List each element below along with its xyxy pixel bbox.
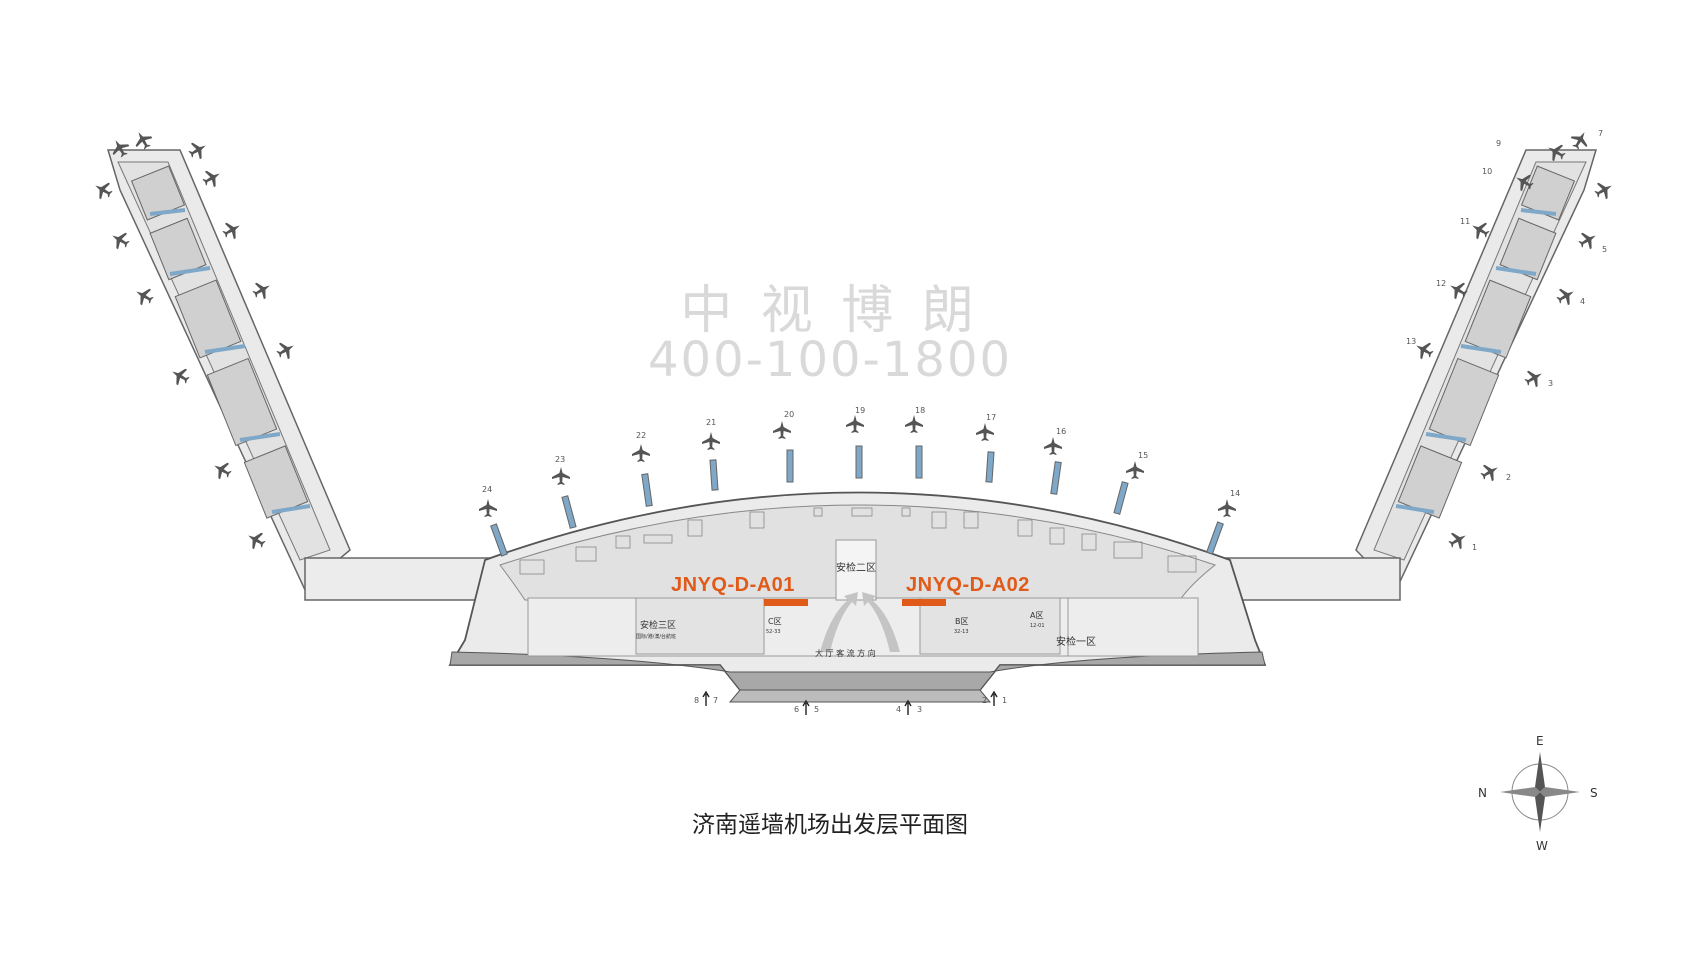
svg-text:14: 14 <box>1230 489 1240 498</box>
svg-text:4: 4 <box>1580 297 1585 306</box>
watermark-company: 中 视 博 朗 <box>680 281 980 341</box>
svg-text:18: 18 <box>915 406 925 415</box>
svg-text:安检一区: 安检一区 <box>1056 635 1096 648</box>
right-pier <box>1355 149 1598 592</box>
svg-text:9: 9 <box>1496 139 1501 148</box>
svg-text:国际/港/澳/台航班: 国际/港/澳/台航班 <box>636 633 676 640</box>
left-pier <box>106 149 351 592</box>
svg-text:3: 3 <box>1548 379 1553 388</box>
svg-text:21: 21 <box>706 418 716 427</box>
gate-numbers-center: 24 23 22 21 20 19 18 17 16 15 14 <box>482 406 1240 498</box>
ad-label-a01[interactable]: JNYQ-D-A01 <box>671 574 795 596</box>
zone-labels: 安检二区 安检三区 国际/港/澳/台航班 C区 52-33 B区 32-13 A… <box>636 561 1096 658</box>
left-connector <box>304 557 506 601</box>
svg-text:4: 4 <box>896 705 901 714</box>
svg-text:7: 7 <box>713 696 718 705</box>
svg-text:1: 1 <box>1472 543 1477 552</box>
ad-marker-a02[interactable] <box>902 599 946 606</box>
svg-text:安检三区: 安检三区 <box>640 619 676 631</box>
svg-text:A区: A区 <box>1030 611 1043 620</box>
svg-text:32-13: 32-13 <box>954 629 969 635</box>
svg-text:B区: B区 <box>955 617 969 626</box>
svg-text:8: 8 <box>694 696 699 705</box>
svg-text:52-33: 52-33 <box>766 629 781 635</box>
svg-text:5: 5 <box>814 705 819 714</box>
svg-text:E: E <box>1536 734 1544 748</box>
svg-text:16: 16 <box>1056 427 1066 436</box>
svg-text:3: 3 <box>917 705 922 714</box>
svg-text:10: 10 <box>1482 167 1492 176</box>
svg-text:13: 13 <box>1406 337 1416 346</box>
svg-text:15: 15 <box>1138 451 1148 460</box>
watermark-phone: 400-100-1800 <box>647 332 1013 388</box>
svg-text:1: 1 <box>1002 696 1007 705</box>
svg-text:S: S <box>1590 786 1598 800</box>
svg-text:5: 5 <box>1602 245 1607 254</box>
svg-text:N: N <box>1478 786 1487 800</box>
svg-text:23: 23 <box>555 455 565 464</box>
ad-label-a02[interactable]: JNYQ-D-A02 <box>906 574 1030 596</box>
entrances: 8 7 6 5 4 3 2 1 <box>694 690 1007 715</box>
svg-text:19: 19 <box>855 406 865 415</box>
map-caption: 济南遥墙机场出发层平面图 <box>692 812 968 838</box>
svg-text:17: 17 <box>986 413 996 422</box>
svg-text:12: 12 <box>1436 279 1446 288</box>
ad-marker-a01[interactable] <box>764 599 808 606</box>
svg-text:24: 24 <box>482 485 492 494</box>
svg-text:2: 2 <box>1506 473 1511 482</box>
svg-text:12-01: 12-01 <box>1030 623 1045 629</box>
svg-text:大 厅 客 流 方 向: 大 厅 客 流 方 向 <box>815 648 876 658</box>
svg-text:6: 6 <box>794 705 799 714</box>
svg-text:20: 20 <box>784 410 794 419</box>
svg-text:安检二区: 安检二区 <box>836 561 876 574</box>
svg-text:7: 7 <box>1598 129 1603 138</box>
svg-text:11: 11 <box>1460 217 1470 226</box>
svg-text:2: 2 <box>982 696 987 705</box>
main-terminal <box>448 445 1267 703</box>
compass-rose: E W N S <box>1478 734 1598 853</box>
svg-text:C区: C区 <box>768 617 782 626</box>
gate-numbers-right: 9 10 11 12 13 7 5 4 3 2 1 <box>1406 129 1607 552</box>
svg-text:W: W <box>1536 839 1548 853</box>
svg-text:22: 22 <box>636 431 646 440</box>
